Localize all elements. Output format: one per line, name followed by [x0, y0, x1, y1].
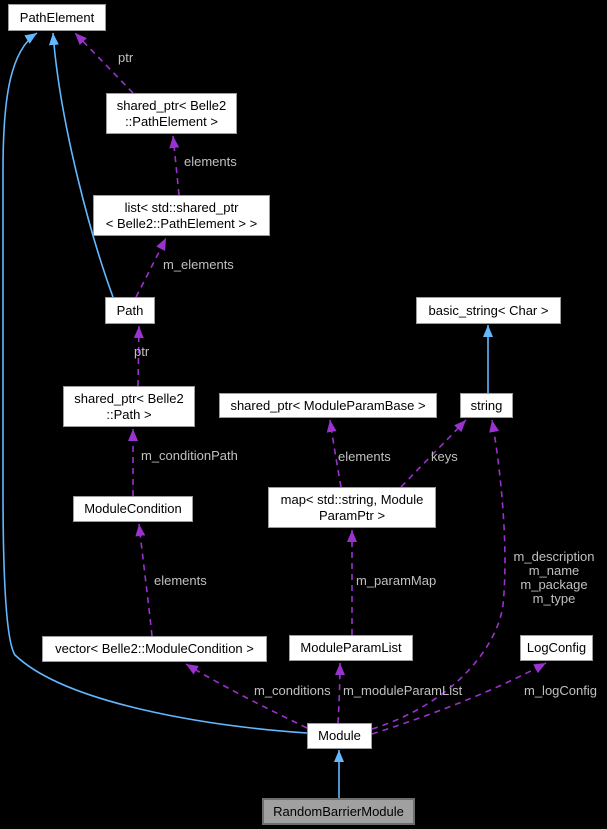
edge-module-mlogconfig-logconfig: [371, 662, 547, 735]
edge-label-elements-sharedptr: elements: [184, 154, 237, 169]
edge-label-ptr-pathelement: ptr: [118, 50, 134, 65]
node-module[interactable]: Module: [307, 723, 372, 749]
edge-map-elements-sharedptrmoduleparambase: [326, 419, 342, 488]
edge-module-inherits-pathelement: [2, 32, 308, 734]
edge-label-module-string-members: m_description m_name m_package m_type: [513, 549, 595, 606]
edge-label-elements-moduleparambase: elements: [338, 449, 391, 464]
edge-label-m-conditionpath: m_conditionPath: [141, 448, 238, 463]
node-map-moduleparamptr[interactable]: map< std::string, Module ParamPtr >: [268, 487, 436, 528]
node-sharedptr-moduleparambase[interactable]: shared_ptr< ModuleParamBase >: [219, 393, 437, 418]
edge-label-m-parammap: m_paramMap: [356, 573, 437, 588]
edge-label-m-logconfig: m_logConfig: [524, 683, 597, 698]
node-modulecondition[interactable]: ModuleCondition: [73, 496, 193, 522]
node-moduleparamlist[interactable]: ModuleParamList: [289, 635, 413, 661]
edge-module-mmoduleparamlist-moduleparamlist: [334, 662, 345, 724]
edge-label-elements-modulecondition: elements: [154, 573, 207, 588]
edge-label-m-moduleparamlist: m_moduleParamList: [343, 683, 463, 698]
edge-module-stringmembers-string: [371, 419, 506, 730]
edge-module-mconditions-vector: [185, 663, 308, 729]
edge-sharedptrpathelement-ptr-pathelement: [74, 32, 134, 94]
node-logconfig[interactable]: LogConfig: [520, 635, 593, 661]
node-pathelement[interactable]: PathElement: [8, 4, 106, 31]
node-basicstring-char[interactable]: basic_string< Char >: [416, 297, 561, 324]
node-list-sharedptr-pathelement[interactable]: list< std::shared_ptr < Belle2::PathElem…: [93, 195, 270, 236]
edge-path-melements-list: [135, 237, 167, 298]
node-path[interactable]: Path: [105, 297, 155, 324]
edge-label-m-conditions: m_conditions: [254, 683, 331, 698]
edge-list-elements-sharedptrpathelement: [169, 135, 180, 196]
edge-label-ptr-path: ptr: [134, 344, 150, 359]
node-vector-modulecondition[interactable]: vector< Belle2::ModuleCondition >: [42, 636, 267, 662]
node-string[interactable]: string: [460, 393, 513, 418]
node-sharedptr-pathelement[interactable]: shared_ptr< Belle2 ::PathElement >: [106, 93, 237, 134]
edge-label-m-elements: m_elements: [163, 257, 234, 272]
edge-vector-elements-modulecondition: [135, 523, 153, 637]
node-sharedptr-path[interactable]: shared_ptr< Belle2 ::Path >: [63, 386, 195, 427]
edge-map-keys-string: [400, 419, 467, 488]
edge-path-inherits-pathelement: [48, 32, 114, 298]
node-randombarriermodule: RandomBarrierModule: [262, 798, 415, 825]
edge-label-keys: keys: [431, 449, 458, 464]
